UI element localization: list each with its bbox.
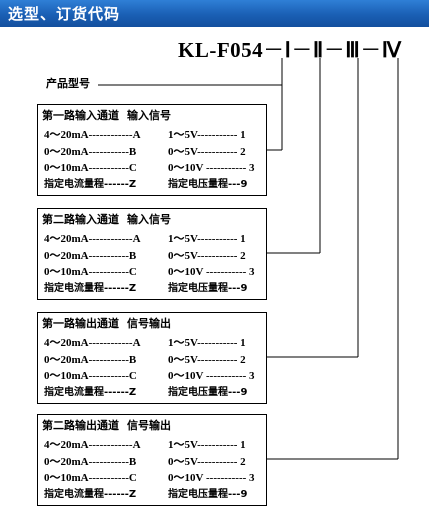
current-option: 指定电流量程------Z	[44, 283, 137, 294]
option-row: 0～10mA-----------C 0～10V ----------- 3	[44, 469, 262, 484]
channel-name: 第一路输出通道	[42, 317, 119, 330]
model-separator: －	[323, 38, 346, 62]
model-code-3: Ⅲ	[345, 38, 361, 62]
signal-type: 信号输出	[127, 419, 171, 432]
model-code-4: Ⅳ	[381, 38, 402, 62]
channel-name: 第二路输出通道	[42, 419, 119, 432]
voltage-option: 1～5V----------- 1	[168, 129, 246, 141]
voltage-option: 指定电压量程---9	[168, 489, 248, 500]
current-option: 0～10mA-----------C	[44, 472, 137, 484]
voltage-option: 0～10V ----------- 3	[168, 472, 255, 484]
box-title: 第二路输入通道输入信号	[42, 211, 171, 227]
section-title: 选型、订货代码	[8, 5, 121, 23]
current-option: 4～20mA------------A	[44, 337, 141, 349]
voltage-option: 0～5V----------- 2	[168, 354, 246, 366]
box-title: 第一路输入通道输入信号	[42, 107, 171, 123]
option-row: 0～20mA-----------B 0～5V----------- 2	[44, 351, 262, 366]
option-row: 0～10mA-----------C 0～10V ----------- 3	[44, 263, 262, 278]
voltage-option: 指定电压量程---9	[168, 283, 248, 294]
current-option: 0～20mA-----------B	[44, 354, 137, 366]
channel-name: 第二路输入通道	[42, 213, 119, 226]
current-option: 0～20mA-----------B	[44, 250, 137, 262]
voltage-option: 指定电压量程---9	[168, 387, 248, 398]
current-option: 0～10mA-----------C	[44, 162, 137, 174]
voltage-option: 0～10V ----------- 3	[168, 162, 255, 174]
model-separator: －	[263, 38, 285, 62]
option-row: 0～20mA-----------B 0～5V----------- 2	[44, 143, 262, 158]
signal-type: 信号输出	[127, 317, 171, 330]
model-separator: －	[360, 38, 382, 62]
box-title: 第一路输出通道信号输出	[42, 315, 171, 331]
current-option: 0～10mA-----------C	[44, 266, 137, 278]
option-row: 0～20mA-----------B 0～5V----------- 2	[44, 453, 262, 468]
model-separator: －	[291, 38, 313, 62]
option-row: 指定电流量程------Z 指定电压量程---9	[44, 485, 262, 500]
current-option: 0～10mA-----------C	[44, 370, 137, 382]
option-row: 0～20mA-----------B 0～5V----------- 2	[44, 247, 262, 262]
model-prefix: KL-F054	[178, 38, 264, 62]
current-option: 指定电流量程------Z	[44, 179, 137, 190]
option-row: 0～10mA-----------C 0～10V ----------- 3	[44, 159, 262, 174]
current-option: 0～20mA-----------B	[44, 146, 137, 158]
product-model-label: 产品型号	[46, 77, 90, 90]
voltage-option: 0～5V----------- 2	[168, 250, 246, 262]
current-option: 指定电流量程------Z	[44, 387, 137, 398]
model-code: KL-F054－Ⅰ－Ⅱ－Ⅲ－Ⅳ	[178, 34, 402, 64]
option-box-output-2: 第二路输出通道信号输出 4～20mA------------A 1～5V----…	[37, 414, 267, 506]
current-option: 4～20mA------------A	[44, 439, 141, 451]
voltage-option: 0～10V ----------- 3	[168, 370, 255, 382]
option-box-input-2: 第二路输入通道输入信号 4～20mA------------A 1～5V----…	[37, 208, 267, 300]
option-row: 指定电流量程------Z 指定电压量程---9	[44, 279, 262, 294]
model-code-2: Ⅱ	[312, 38, 324, 62]
box-title: 第二路输出通道信号输出	[42, 417, 171, 433]
signal-type: 输入信号	[127, 213, 171, 226]
model-code-1: Ⅰ	[284, 38, 292, 62]
current-option: 指定电流量程------Z	[44, 489, 137, 500]
voltage-option: 指定电压量程---9	[168, 179, 248, 190]
voltage-option: 1～5V----------- 1	[168, 337, 246, 349]
voltage-option: 1～5V----------- 1	[168, 233, 246, 245]
section-header-bar: 选型、订货代码	[0, 0, 429, 27]
channel-name: 第一路输入通道	[42, 109, 119, 122]
voltage-option: 0～5V----------- 2	[168, 456, 246, 468]
signal-type: 输入信号	[127, 109, 171, 122]
option-box-input-1: 第一路输入通道输入信号 4～20mA------------A 1～5V----…	[37, 104, 267, 196]
option-row: 4～20mA------------A 1～5V----------- 1	[44, 230, 262, 245]
voltage-option: 0～10V ----------- 3	[168, 266, 255, 278]
current-option: 0～20mA-----------B	[44, 456, 137, 468]
voltage-option: 1～5V----------- 1	[168, 439, 246, 451]
current-option: 4～20mA------------A	[44, 233, 141, 245]
option-row: 0～10mA-----------C 0～10V ----------- 3	[44, 367, 262, 382]
option-row: 指定电流量程------Z 指定电压量程---9	[44, 175, 262, 190]
voltage-option: 0～5V----------- 2	[168, 146, 246, 158]
option-box-output-1: 第一路输出通道信号输出 4～20mA------------A 1～5V----…	[37, 312, 267, 404]
option-row: 4～20mA------------A 1～5V----------- 1	[44, 436, 262, 451]
current-option: 4～20mA------------A	[44, 129, 141, 141]
option-row: 指定电流量程------Z 指定电压量程---9	[44, 383, 262, 398]
option-row: 4～20mA------------A 1～5V----------- 1	[44, 334, 262, 349]
option-row: 4～20mA------------A 1～5V----------- 1	[44, 126, 262, 141]
